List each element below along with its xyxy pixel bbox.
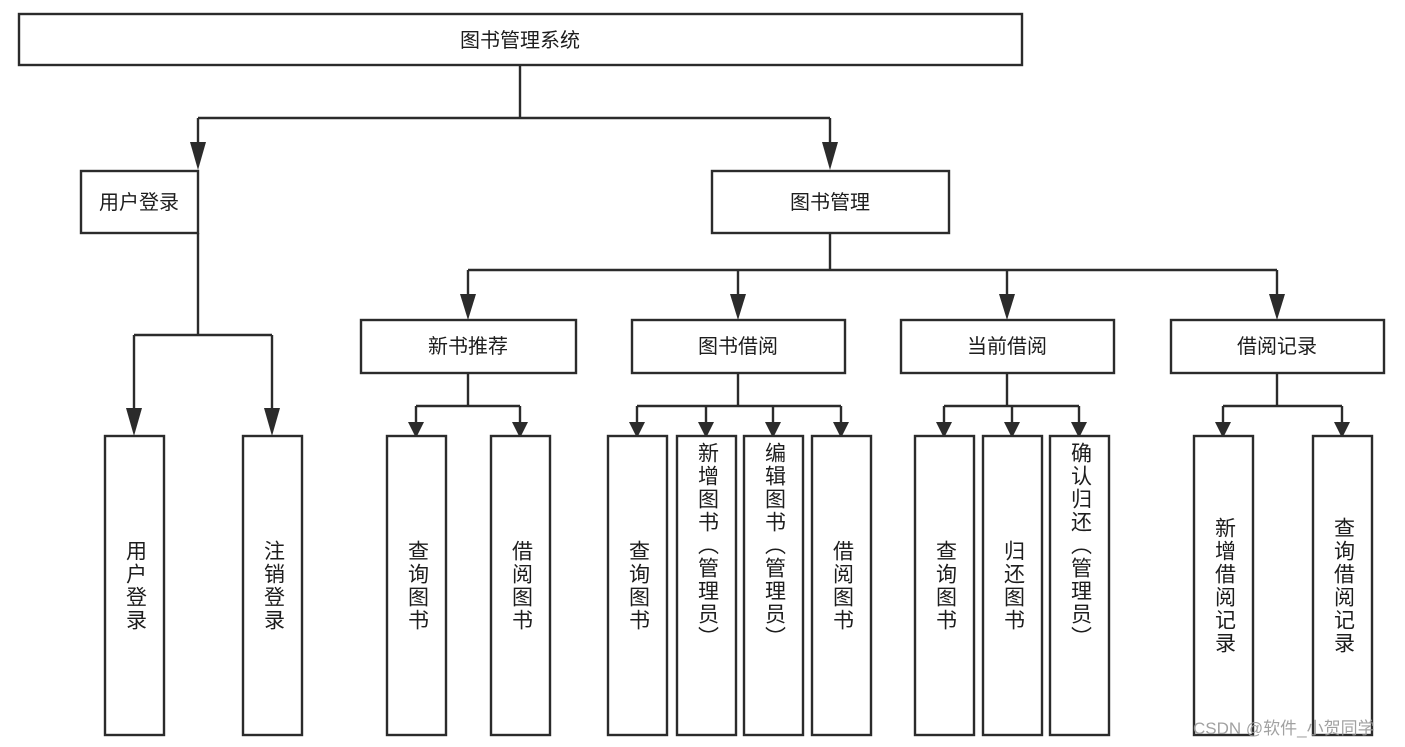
leaf-box-current-2[interactable] [981,434,1044,737]
leaf-box-new-book-1[interactable] [385,434,448,737]
arrowhead-icon [730,294,746,320]
node-book-management[interactable]: 图书管理 [710,169,951,235]
arrowhead-icon [1071,422,1087,438]
nodes: 图书管理系统 用户登录 图书管理 新书推荐 图书借阅 当前 [17,12,1386,737]
node-borrow-records-box[interactable] [1169,318,1386,375]
node-current-borrow-box[interactable] [899,318,1116,375]
arrowhead-icon [190,142,206,170]
leaf-box-borrow-1[interactable] [606,434,669,737]
node-current-borrow[interactable]: 当前借阅 [899,318,1116,375]
arrowhead-icon [822,142,838,170]
leaf-box-records-2[interactable] [1311,434,1374,737]
node-new-book-recommend-box[interactable] [359,318,578,375]
node-new-book-recommend-label: 新书推荐 [428,335,508,358]
node-user-login[interactable]: 用户登录 [79,169,200,235]
node-book-borrow[interactable]: 图书借阅 [630,318,847,375]
leaf-box-current-3[interactable] [1048,434,1111,737]
leaf-box-borrow-2[interactable] [675,434,738,737]
arrowhead-icon [1215,422,1231,438]
leaf-box-new-book-2[interactable] [489,434,552,737]
arrowhead-icon [999,294,1015,320]
leaf-box-user-login-1[interactable] [103,434,166,737]
connectors [132,66,1344,422]
leaf-box-borrow-4[interactable] [810,434,873,737]
arrowhead-icon [408,422,424,438]
arrowhead-icon [629,422,645,438]
leaf-box-user-login-2[interactable] [241,434,304,737]
node-book-borrow-box[interactable] [630,318,847,375]
leaf-box-records-1[interactable] [1192,434,1255,737]
arrowhead-icon [765,422,781,438]
arrowhead-icon [1334,422,1350,438]
arrowhead-icon [264,408,280,436]
arrowhead-icon [126,408,142,436]
arrowhead-icon [512,422,528,438]
arrowhead-icon [1004,422,1020,438]
node-book-borrow-label: 图书借阅 [698,335,778,358]
node-borrow-records-label: 借阅记录 [1237,335,1317,358]
node-current-borrow-label: 当前借阅 [967,335,1047,358]
arrowhead-icon [460,294,476,320]
node-user-login-label: 用户登录 [99,191,179,214]
node-user-login-box[interactable] [79,169,200,235]
node-book-management-box[interactable] [710,169,951,235]
csdn-watermark: CSDN @软件_小贺同学 [1193,719,1375,738]
leaf-box-current-1[interactable] [913,434,976,737]
node-root-box[interactable] [17,12,1024,67]
arrowhead-icon [936,422,952,438]
arrowhead-icon [698,422,714,438]
node-borrow-records[interactable]: 借阅记录 [1169,318,1386,375]
node-root-label: 图书管理系统 [460,29,580,52]
node-book-management-label: 图书管理 [790,191,870,214]
node-root[interactable]: 图书管理系统 [17,12,1024,67]
arrowheads [126,142,1350,438]
leaf-box-borrow-3[interactable] [742,434,805,737]
node-new-book-recommend[interactable]: 新书推荐 [359,318,578,375]
arrowhead-icon [833,422,849,438]
arrowhead-icon [1269,294,1285,320]
